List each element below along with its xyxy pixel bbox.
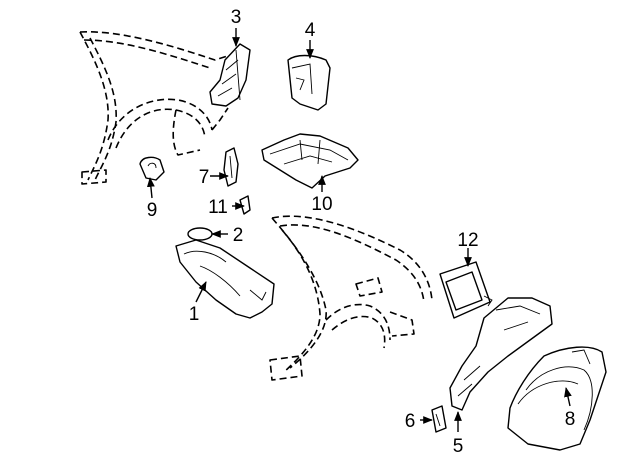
callout-10: 10 (311, 194, 332, 215)
part-9-clip (139, 156, 165, 181)
part-3-upper-inner-panel (209, 43, 251, 107)
leader-9 (146, 177, 155, 199)
part-8-outer-wheelhouse (507, 346, 607, 451)
part-4-trim-panel (287, 54, 331, 111)
callout-5: 5 (453, 436, 464, 457)
part-1-inner-quarter-panel (175, 239, 275, 319)
leader-1 (195, 281, 207, 303)
part-7-bracket (223, 147, 239, 187)
callout-11: 11 (208, 197, 228, 218)
callout-9: 9 (147, 200, 158, 221)
part-5-inner-wheelhouse (449, 297, 553, 411)
callout-1: 1 (189, 304, 200, 325)
leader-8 (564, 387, 572, 407)
callout-labels: 3 4 7 9 10 11 2 1 12 6 5 8 (147, 7, 576, 457)
lower-quarter-panel-outline (269, 215, 433, 381)
callout-7: 7 (199, 167, 210, 188)
part-11-small-bracket (239, 195, 251, 215)
callout-4: 4 (305, 20, 316, 41)
callout-12: 12 (457, 230, 478, 251)
part-6-bracket (431, 405, 447, 433)
part-2-plug (187, 227, 213, 241)
callout-3: 3 (231, 7, 242, 28)
part-12-fuel-door (439, 261, 493, 319)
upper-quarter-panel-outline (79, 31, 241, 185)
part-10-wheelhouse-panel (261, 133, 359, 189)
callout-2: 2 (233, 225, 244, 246)
callout-8: 8 (565, 409, 576, 430)
leader-lines (146, 28, 572, 432)
callout-6: 6 (405, 411, 416, 432)
